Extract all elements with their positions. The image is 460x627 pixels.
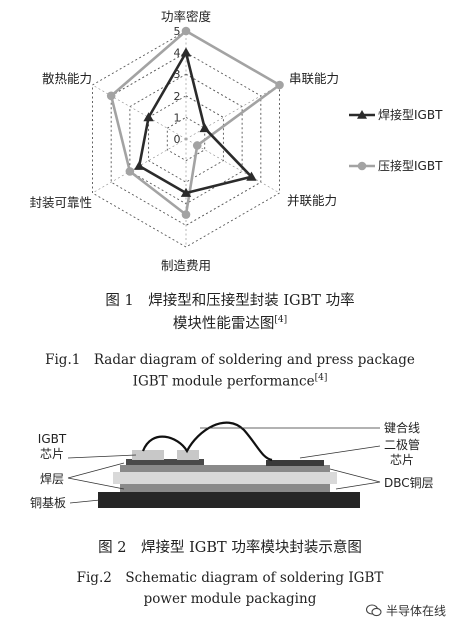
radar-spoke (92, 84, 187, 140)
watermark: 半导体在线 (365, 602, 446, 619)
label-igbt-chip-line2: 芯片 (40, 447, 64, 461)
igbt-chip-left (132, 450, 164, 460)
dbc-copper-lower (120, 484, 330, 492)
radar-point (181, 210, 191, 219)
label-diode-chip-line2: 芯片 (390, 453, 414, 467)
radar-axis-label: 串联能力 (289, 71, 339, 86)
radar-axis-label: 功率密度 (161, 9, 212, 24)
radar-tick-label: 4 (174, 47, 181, 60)
radar-axis-label: 并联能力 (287, 193, 337, 208)
radar-legend: 焊接型IGBT 压接型IGBT (349, 107, 443, 173)
radar-point (246, 171, 257, 181)
label-copper-base: 铜基板 (30, 495, 66, 510)
label-bond-wire: 键合线 (384, 420, 420, 435)
radar-point (143, 112, 154, 122)
radar-point (275, 80, 284, 90)
radar-point (192, 141, 202, 150)
igbt-package-schematic: IGBT 芯片 焊层 铜基板 键合线 二极管 芯片 DBC铜层 (30, 420, 434, 510)
radar-tick-label: 5 (174, 25, 181, 38)
figure2-caption-en-line2: power module packaging (143, 591, 317, 607)
legend-label: 压接型IGBT (378, 158, 443, 173)
radar-point (106, 91, 116, 101)
legend-marker (357, 110, 367, 119)
legend-marker (357, 161, 367, 171)
radar-tick-label: 2 (174, 90, 181, 103)
dbc-ceramic (113, 472, 337, 484)
igbt-chip-right (177, 450, 199, 460)
radar-point (181, 26, 191, 36)
radar-point (134, 160, 145, 170)
figure2-caption-en: Fig.2 Schematic diagram of soldering IGB… (76, 570, 384, 586)
legend-label: 焊接型IGBT (378, 107, 443, 122)
radar-tick-labels: 0 1 2 3 4 5 (174, 25, 181, 146)
copper-base-plate (98, 492, 360, 508)
radar-spoke (185, 138, 280, 194)
label-diode-chip: 二极管 (384, 437, 420, 452)
diode-chip (266, 460, 324, 466)
radar-axis-label: 制造费用 (161, 258, 211, 273)
label-igbt-chip: IGBT (38, 432, 67, 446)
figure1-caption-en: Fig.1 Radar diagram of soldering and pre… (45, 352, 415, 368)
wechat-icon (365, 604, 382, 617)
radar-tick-label: 0 (174, 133, 181, 146)
radar-point (180, 47, 192, 57)
figure2-caption-cn: 图 2 焊接型 IGBT 功率模块封装示意图 (98, 540, 362, 556)
radar-point (199, 123, 210, 133)
label-solder-layer: 焊层 (40, 471, 64, 486)
label-dbc-copper: DBC铜层 (384, 475, 434, 490)
dbc-copper-upper (120, 465, 330, 472)
radar-point (180, 187, 192, 197)
radar-grid-ring (166, 116, 206, 162)
figure1-caption-en-line2: IGBT module performance[4] (132, 373, 328, 390)
figure1-caption-cn: 图 1 焊接型和压接型封装 IGBT 功率 (105, 293, 355, 309)
chip-solder-layer (126, 459, 204, 465)
figure1-caption-cn-line2: 模块性能雷达图[4] (172, 315, 288, 332)
radar-tick-label: 1 (174, 111, 181, 124)
radar-grid-ring (92, 30, 280, 248)
radar-point (125, 167, 135, 176)
radar-tick-label: 3 (174, 68, 181, 81)
radar-axis-label: 封装可靠性 (29, 195, 92, 210)
radar-series (106, 26, 284, 219)
radar-axis-label: 散热能力 (42, 71, 92, 86)
